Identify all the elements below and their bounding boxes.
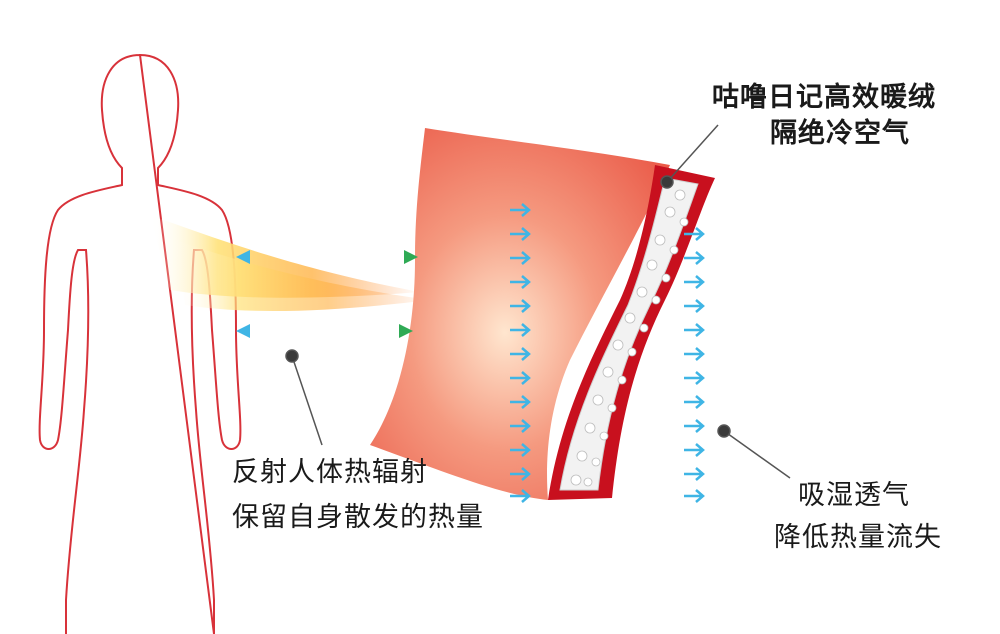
pointer-top-dot: [661, 176, 673, 188]
pointer-right-dot: [718, 425, 730, 437]
moisture-arrows-outer: [684, 228, 703, 502]
label-fleece-title: 咕噜日记高效暖绒: [712, 80, 936, 116]
label-reflect-title: 反射人体热辐射: [232, 455, 428, 491]
human-body-outline: [40, 55, 241, 634]
pointer-right: [724, 431, 790, 478]
body-heat-glow: [150, 215, 430, 311]
label-fleece-subtitle: 隔绝冷空气: [770, 116, 910, 152]
label-reflect-subtitle: 保留自身散发的热量: [232, 500, 484, 536]
pointer-left-dot: [286, 350, 298, 362]
pointer-left: [292, 356, 322, 445]
label-breathable-subtitle: 降低热量流失: [774, 520, 942, 556]
reflection-arrow-lower: [236, 324, 413, 338]
label-breathable-title: 吸湿透气: [798, 478, 910, 514]
